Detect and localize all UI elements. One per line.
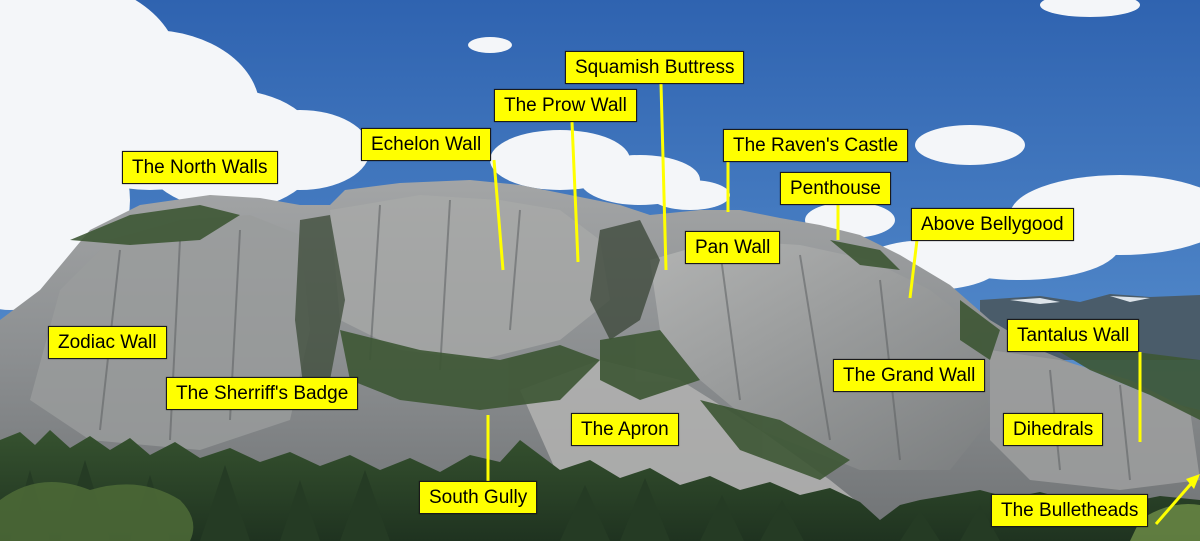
tree-patches — [70, 205, 1200, 480]
foreground-shrubs-right — [1130, 504, 1200, 541]
label-the-grand-wall: The Grand Wall — [833, 359, 986, 392]
gully-shadow — [590, 220, 660, 340]
leader-prow — [570, 121, 580, 263]
leader-bellygood — [908, 239, 919, 299]
label-pan-wall: Pan Wall — [685, 231, 781, 264]
leader-squamish — [659, 83, 668, 271]
foreground-shrubs — [0, 482, 194, 541]
central-gully — [295, 215, 345, 400]
label-squamish-buttress: Squamish Buttress — [565, 51, 745, 84]
label-the-prow-wall: The Prow Wall — [494, 89, 637, 122]
label-the-bulletheads: The Bulletheads — [991, 494, 1149, 527]
label-south-gully: South Gully — [419, 481, 538, 514]
label-the-ravens-castle: The Raven's Castle — [723, 129, 909, 162]
bulletheads-arrow-icon — [1186, 474, 1200, 489]
label-the-apron: The Apron — [571, 413, 679, 446]
label-the-sherriffs-badge: The Sherriff's Badge — [166, 377, 359, 410]
label-zodiac-wall: Zodiac Wall — [48, 326, 167, 359]
label-tantalus-wall: Tantalus Wall — [1007, 319, 1140, 352]
leader-lines — [486, 83, 1198, 525]
leader-echelon — [492, 159, 505, 271]
label-echelon-wall: Echelon Wall — [361, 128, 492, 161]
label-above-bellygood: Above Bellygood — [911, 208, 1074, 241]
rock-face-center — [330, 195, 610, 360]
rock-face-grand-wall — [650, 240, 990, 470]
label-the-north-walls: The North Walls — [122, 151, 278, 184]
leader-bulletheads — [1154, 477, 1198, 525]
snow-patches — [1010, 296, 1150, 304]
label-dihedrals: Dihedrals — [1003, 413, 1104, 446]
label-penthouse: Penthouse — [780, 172, 891, 205]
